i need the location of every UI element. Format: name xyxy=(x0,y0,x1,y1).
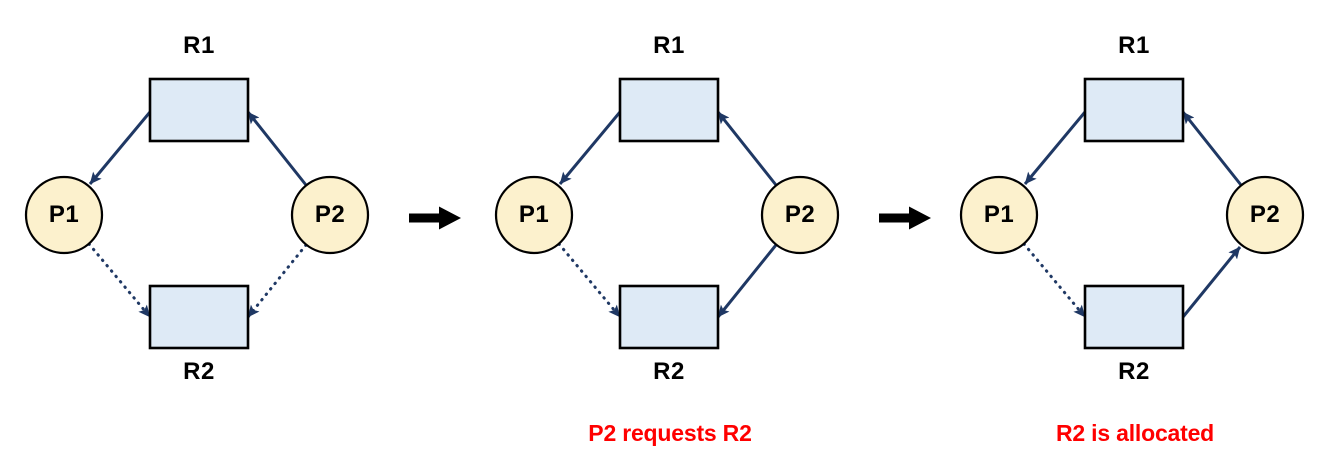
right-block-arrow-1 xyxy=(409,206,461,230)
edge-p1-to-r2-dotted xyxy=(557,242,622,319)
process-node-p2 xyxy=(760,175,840,255)
process-label-p1: P1 xyxy=(48,201,80,228)
resource-label-r1: R1 xyxy=(1118,32,1150,59)
panel-caption-2: P2 requests R2 xyxy=(588,420,752,446)
process-node-p1 xyxy=(494,175,574,255)
resource-label-r1: R1 xyxy=(183,32,215,59)
edge-p2-to-r2-dotted xyxy=(246,243,308,319)
edge-r1-to-p1 xyxy=(88,111,152,185)
resource-box-r1 xyxy=(148,77,250,143)
right-block-arrow-2 xyxy=(879,206,931,230)
resource-label-r1: R1 xyxy=(653,32,685,59)
graph-canvas-2 xyxy=(494,77,840,350)
resource-box-r2 xyxy=(1083,284,1185,350)
resource-box-r2 xyxy=(618,284,720,350)
panel-caption-3: R2 is allocated xyxy=(1055,420,1215,446)
edge-p1-to-r2-dotted xyxy=(87,242,152,319)
resource-box-r1 xyxy=(1083,77,1185,143)
resource-label-r2: R2 xyxy=(1118,358,1150,385)
panel-state-3: R1 R2 P1 P2 R2 is allocated xyxy=(935,0,1331,475)
process-label-p2: P2 xyxy=(1249,201,1281,228)
process-node-p1 xyxy=(959,175,1039,255)
process-label-p2: P2 xyxy=(784,201,816,228)
panel-state-2: R1 R2 P1 P2 P2 requests R2 xyxy=(470,0,870,475)
resource-box-r1 xyxy=(618,77,720,143)
edge-p2-to-r2-solid xyxy=(716,244,778,318)
resource-label-r2: R2 xyxy=(653,358,685,385)
resource-box-r2 xyxy=(148,284,250,350)
process-node-p2 xyxy=(290,175,370,255)
process-node-p1 xyxy=(24,175,104,255)
resource-label-r2: R2 xyxy=(183,358,215,385)
process-node-p2 xyxy=(1225,175,1305,255)
edge-p2-to-r1 xyxy=(1181,111,1243,186)
edge-r2-to-p2-solid xyxy=(1181,246,1242,318)
edge-r1-to-p1 xyxy=(558,111,622,185)
process-label-p1: P1 xyxy=(983,201,1015,228)
graph-canvas-1 xyxy=(24,77,370,350)
edge-p2-to-r1 xyxy=(246,111,308,186)
graph-canvas-3 xyxy=(959,77,1305,350)
edge-p1-to-r2-dotted xyxy=(1022,242,1087,319)
panel-state-1: R1 R2 P1 P2 xyxy=(0,0,400,475)
process-label-p1: P1 xyxy=(518,201,550,228)
edge-p2-to-r1 xyxy=(716,111,778,186)
edge-r1-to-p1 xyxy=(1023,111,1087,185)
process-label-p2: P2 xyxy=(314,201,346,228)
